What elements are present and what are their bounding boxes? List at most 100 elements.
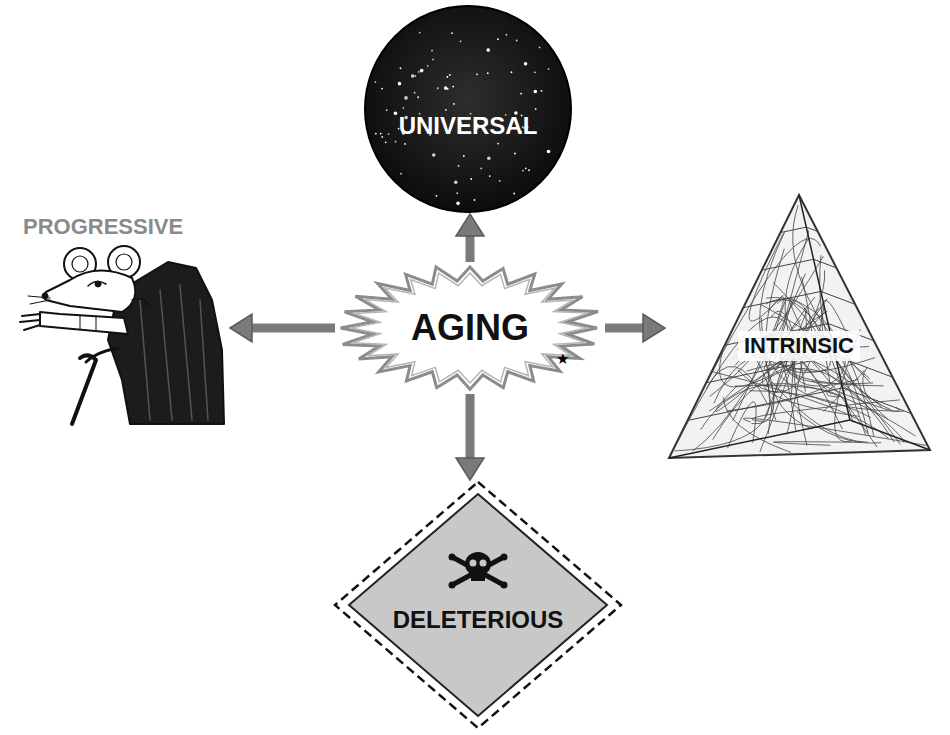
star-dot [506, 34, 508, 36]
star-dot [470, 178, 472, 180]
star-dot [375, 133, 377, 135]
star-dot [436, 195, 438, 197]
node-label: DELETERIOUS [393, 606, 564, 634]
star-dot [394, 112, 398, 116]
star-dot [487, 156, 491, 160]
universal-circle-outline [363, 4, 573, 214]
star-dot [449, 74, 451, 76]
star-dot [418, 71, 420, 73]
star-dot [539, 46, 541, 48]
pyramid-face [669, 195, 930, 458]
star-dot [476, 73, 478, 75]
intrinsic-pyramid: INTRINSIC [665, 192, 933, 464]
aging-starburst: AGING [335, 262, 605, 394]
arrow-connector [605, 314, 665, 342]
star-dot [453, 103, 455, 105]
star-dot [516, 40, 518, 42]
star-dot [511, 71, 513, 73]
star-dot [474, 199, 476, 201]
arrow-connector [456, 394, 484, 480]
star-dot [522, 170, 524, 172]
star-dot [385, 141, 387, 143]
deleterious-diamond-outline [333, 480, 623, 730]
star-dot [499, 180, 501, 182]
star-dot [432, 58, 434, 60]
arrow-head [643, 314, 665, 342]
star-dot [414, 75, 416, 77]
star-dot [513, 193, 515, 195]
star-dot [404, 96, 408, 100]
star-dot [388, 133, 390, 135]
star-dot [541, 90, 543, 92]
star-dot [454, 180, 458, 184]
star-dot [445, 109, 447, 111]
star-dot [417, 96, 419, 98]
star-dot [404, 143, 406, 145]
star-dot [414, 92, 416, 94]
space-sphere [365, 6, 571, 212]
star-dot [456, 192, 458, 194]
star-dot [420, 69, 424, 73]
node-label: AGING [411, 307, 529, 348]
star-dot [480, 167, 482, 169]
progressive-figure: PROGRESSIVE [15, 208, 230, 428]
star-dot [381, 88, 383, 90]
star-dot [489, 175, 491, 177]
star-dot [525, 167, 527, 169]
star-dot [398, 82, 402, 86]
arrow-shaft [250, 324, 335, 333]
star-dot [380, 133, 382, 135]
star-dot [451, 32, 453, 34]
star-dot [444, 86, 448, 90]
arrow-connector [456, 214, 484, 262]
star-dot [534, 90, 538, 94]
star-dot [514, 153, 516, 155]
star-dot [386, 109, 388, 111]
starburst-outline [341, 267, 598, 389]
star-dot [427, 65, 429, 67]
intrinsic-pyramid-outline [665, 192, 933, 464]
pyramid-lattice [675, 205, 927, 452]
star-dot [446, 76, 448, 78]
star-dot [520, 93, 522, 95]
arrow-shaft [466, 234, 475, 262]
star-dot [381, 136, 383, 138]
diamond-fill [349, 494, 607, 716]
star-dot [456, 202, 460, 206]
star-dot [395, 141, 397, 143]
star-mark: ★ [556, 352, 569, 367]
star-dot [535, 108, 537, 110]
star-dot [419, 32, 421, 34]
universal-circle: UNIVERSAL [363, 4, 573, 214]
node-label: PROGRESSIVE [23, 214, 183, 239]
starburst-inner [351, 273, 588, 383]
star-dot [528, 169, 530, 171]
star-dot [487, 72, 489, 74]
star-dot [400, 173, 402, 175]
arrow-connector [230, 314, 335, 342]
star-dot [437, 87, 439, 89]
star-dot [460, 40, 462, 42]
star-dot [497, 38, 499, 40]
star-dot [548, 68, 550, 70]
diamond-dashed-border [335, 482, 621, 728]
node-label: INTRINSIC [738, 331, 860, 360]
old-rat-cartoon [20, 246, 224, 424]
star-dot [547, 150, 551, 154]
star-dot [402, 107, 404, 109]
node-label: UNIVERSAL [399, 112, 538, 140]
star-dot [486, 48, 490, 52]
arrow-head [456, 458, 484, 480]
arrow-shaft [466, 394, 475, 460]
star-dot [524, 62, 528, 66]
deleterious-diamond: DELETERIOUS [333, 480, 623, 730]
skull-symbol [449, 552, 508, 589]
star-dot [400, 67, 402, 69]
star-dot [463, 155, 465, 157]
star-dot [411, 74, 415, 78]
star-dot [534, 71, 536, 73]
pyramid-edge [669, 195, 930, 458]
arrow-head [230, 314, 252, 342]
star-dot [374, 81, 376, 83]
